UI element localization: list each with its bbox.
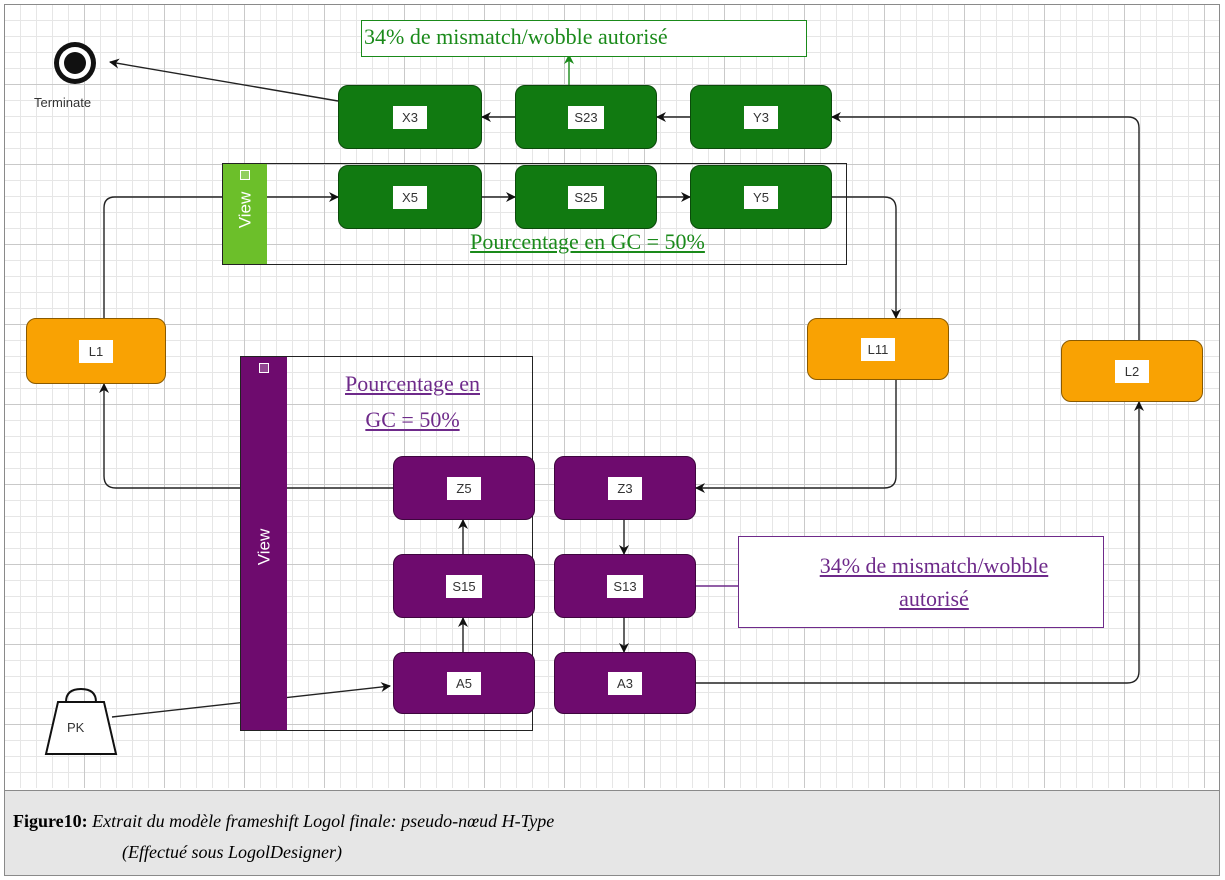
gc-note-purple-line1: Pourcentage en	[345, 371, 480, 396]
gc-note-purple-line2: GC = 50%	[365, 407, 460, 432]
pk-label: PK	[67, 720, 85, 735]
node-z3[interactable]: Z3	[554, 456, 696, 520]
terminate-label: Terminate	[34, 95, 92, 110]
node-s13[interactable]: S13	[554, 554, 696, 618]
node-y3[interactable]: Y3	[690, 85, 832, 149]
mismatch-note-right: 34% de mismatch/wobble autorisé	[738, 536, 1104, 628]
caption-text: Extrait du modèle frameshift Logol final…	[92, 811, 555, 831]
edge-l1-x5	[103, 192, 339, 318]
mismatch-note-top: 34% de mismatch/wobble autorisé	[361, 20, 807, 57]
edge-x3-terminate	[109, 58, 339, 102]
edge-l2-y3	[831, 112, 1140, 340]
node-l1[interactable]: L1	[26, 318, 166, 384]
node-a3[interactable]: A3	[554, 652, 696, 714]
figure-caption: Figure10: Extrait du modèle frameshift L…	[5, 790, 1219, 875]
figure-frame	[4, 4, 1220, 876]
node-l11[interactable]: L11	[807, 318, 949, 380]
pk-icon	[44, 687, 118, 755]
node-l2[interactable]: L2	[1061, 340, 1203, 402]
edge-l11-z3	[695, 380, 897, 493]
node-s15[interactable]: S15	[393, 554, 535, 618]
node-y5[interactable]: Y5	[690, 165, 832, 229]
view-container-green[interactable]: View	[222, 163, 847, 265]
node-s25[interactable]: S25	[515, 165, 657, 229]
terminate-icon	[54, 42, 96, 84]
view-label-purple: View	[253, 528, 273, 566]
node-a5[interactable]: A5	[393, 652, 535, 714]
edge-a3-l2	[696, 401, 1144, 684]
view-bar-green[interactable]: View	[223, 164, 267, 264]
view-label-green: View	[234, 191, 254, 229]
collapse-icon[interactable]	[259, 363, 269, 373]
collapse-icon[interactable]	[240, 170, 250, 180]
node-z5[interactable]: Z5	[393, 456, 535, 520]
view-bar-purple[interactable]: View	[241, 357, 287, 730]
edge-z5-l1	[99, 383, 393, 489]
view-container-purple[interactable]: View	[240, 356, 533, 731]
node-x3[interactable]: X3	[338, 85, 482, 149]
caption-line-2: (Effectué sous LogolDesigner)	[122, 842, 342, 862]
node-s23[interactable]: S23	[515, 85, 657, 149]
edge-y5-l11	[832, 196, 901, 319]
caption-figure-number: Figure10:	[13, 811, 88, 831]
caption-line-1: Figure10: Extrait du modèle frameshift L…	[13, 811, 554, 832]
node-x5[interactable]: X5	[338, 165, 482, 229]
gc-note-green: Pourcentage en GC = 50%	[470, 229, 705, 254]
